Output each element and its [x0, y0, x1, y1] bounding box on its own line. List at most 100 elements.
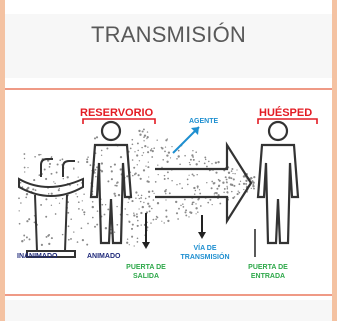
particle-dot: [133, 212, 134, 213]
particle-dot: [212, 204, 213, 205]
particle-dot: [147, 166, 149, 168]
particle-dot: [105, 204, 106, 205]
label-puerta-salida-1: PUERTA DE: [126, 264, 166, 271]
particle-dot: [45, 198, 47, 200]
particle-dot: [164, 222, 165, 223]
particle-dot: [240, 181, 241, 182]
particle-dot: [195, 207, 197, 209]
particle-dot: [233, 185, 235, 187]
particle-dot: [195, 213, 196, 214]
particle-dot: [84, 214, 85, 215]
particle-dot: [190, 212, 192, 214]
particle-dot: [245, 183, 247, 185]
particle-dot: [49, 163, 51, 165]
particle-dot: [181, 187, 183, 189]
particle-dot: [40, 154, 41, 155]
particle-dot: [101, 204, 103, 206]
particle-dot: [211, 163, 212, 164]
particle-dot: [116, 206, 117, 207]
particle-dot: [26, 220, 28, 222]
particle-dot: [68, 239, 70, 241]
particle-dot: [132, 159, 134, 161]
particle-dot: [77, 241, 79, 243]
particle-dot: [178, 208, 180, 210]
particle-dot: [136, 154, 138, 156]
particle-dot: [78, 201, 80, 203]
particle-dot: [135, 198, 136, 199]
particle-dot: [219, 203, 221, 205]
particle-dot: [51, 193, 53, 195]
particle-dot: [225, 176, 227, 178]
particle-dot: [140, 178, 142, 180]
particle-dot: [183, 206, 185, 208]
particle-dot: [158, 174, 159, 175]
particle-dot: [92, 201, 94, 203]
particle-dot: [226, 179, 228, 181]
particle-dot: [167, 138, 168, 139]
particle-dot: [111, 178, 113, 180]
particle-dot: [38, 154, 40, 156]
particle-dot: [205, 159, 207, 161]
particle-dot: [227, 188, 228, 189]
particle-dot: [196, 174, 197, 175]
particle-dot: [192, 202, 194, 204]
particle-dot: [238, 191, 239, 192]
particle-dot: [136, 216, 138, 218]
particle-dot: [147, 136, 149, 138]
particle-dot: [165, 216, 167, 218]
particle-dot: [153, 193, 154, 194]
particle-dot: [147, 147, 148, 148]
particle-dot: [153, 199, 155, 201]
particle-dot: [73, 231, 74, 232]
particle-dot: [23, 235, 25, 237]
particle-dot: [83, 194, 84, 195]
particle-dot: [131, 200, 133, 202]
particle-dot: [171, 146, 172, 147]
particle-dot: [148, 176, 149, 177]
particle-dot: [188, 175, 189, 176]
particle-dot: [51, 173, 53, 175]
particle-dot: [70, 218, 72, 220]
particle-dot: [252, 182, 253, 183]
particle-dot: [139, 160, 140, 161]
particle-dot: [238, 183, 240, 185]
transmission-diagram: RESERVORIO HUÉSPED AGENTE INANIMADO ANIM…: [5, 97, 332, 295]
particle-dot: [101, 170, 103, 172]
particle-dot: [28, 218, 30, 220]
particle-dot: [29, 238, 31, 240]
particle-dot: [197, 198, 199, 200]
particle-dot: [185, 214, 187, 216]
particle-dot: [166, 154, 168, 156]
particle-dot: [147, 203, 149, 205]
particle-dot: [150, 222, 151, 223]
particle-dot: [138, 174, 140, 176]
particle-dot: [24, 239, 25, 240]
particle-dot: [157, 164, 158, 165]
particle-dot: [49, 166, 51, 168]
particle-dot: [59, 203, 60, 204]
particle-dot: [176, 158, 178, 160]
particle-dot: [245, 180, 247, 182]
particle-dot: [151, 208, 153, 210]
particle-dot: [26, 193, 28, 195]
particle-dot: [87, 156, 89, 158]
particle-dot: [192, 173, 194, 175]
particle-dot: [165, 193, 166, 194]
particle-dot: [178, 150, 180, 152]
particle-dot: [18, 197, 20, 199]
particle-dot: [151, 148, 152, 149]
particle-dot: [213, 182, 215, 184]
particle-dot: [59, 159, 61, 161]
particle-dot: [62, 234, 63, 235]
particle-dot: [86, 158, 88, 160]
particle-dot: [97, 210, 99, 212]
particle-dot: [48, 243, 50, 245]
particle-dot: [165, 146, 166, 147]
particle-dot: [87, 223, 89, 225]
label-inanimado: INANIMADO: [17, 253, 58, 260]
particle-dot: [105, 227, 107, 229]
particle-dot: [133, 167, 135, 169]
label-puerta-entrada-2: ENTRADA: [251, 273, 285, 280]
particle-dot: [70, 238, 72, 240]
slide: TRANSMISIÓN: [5, 0, 332, 321]
